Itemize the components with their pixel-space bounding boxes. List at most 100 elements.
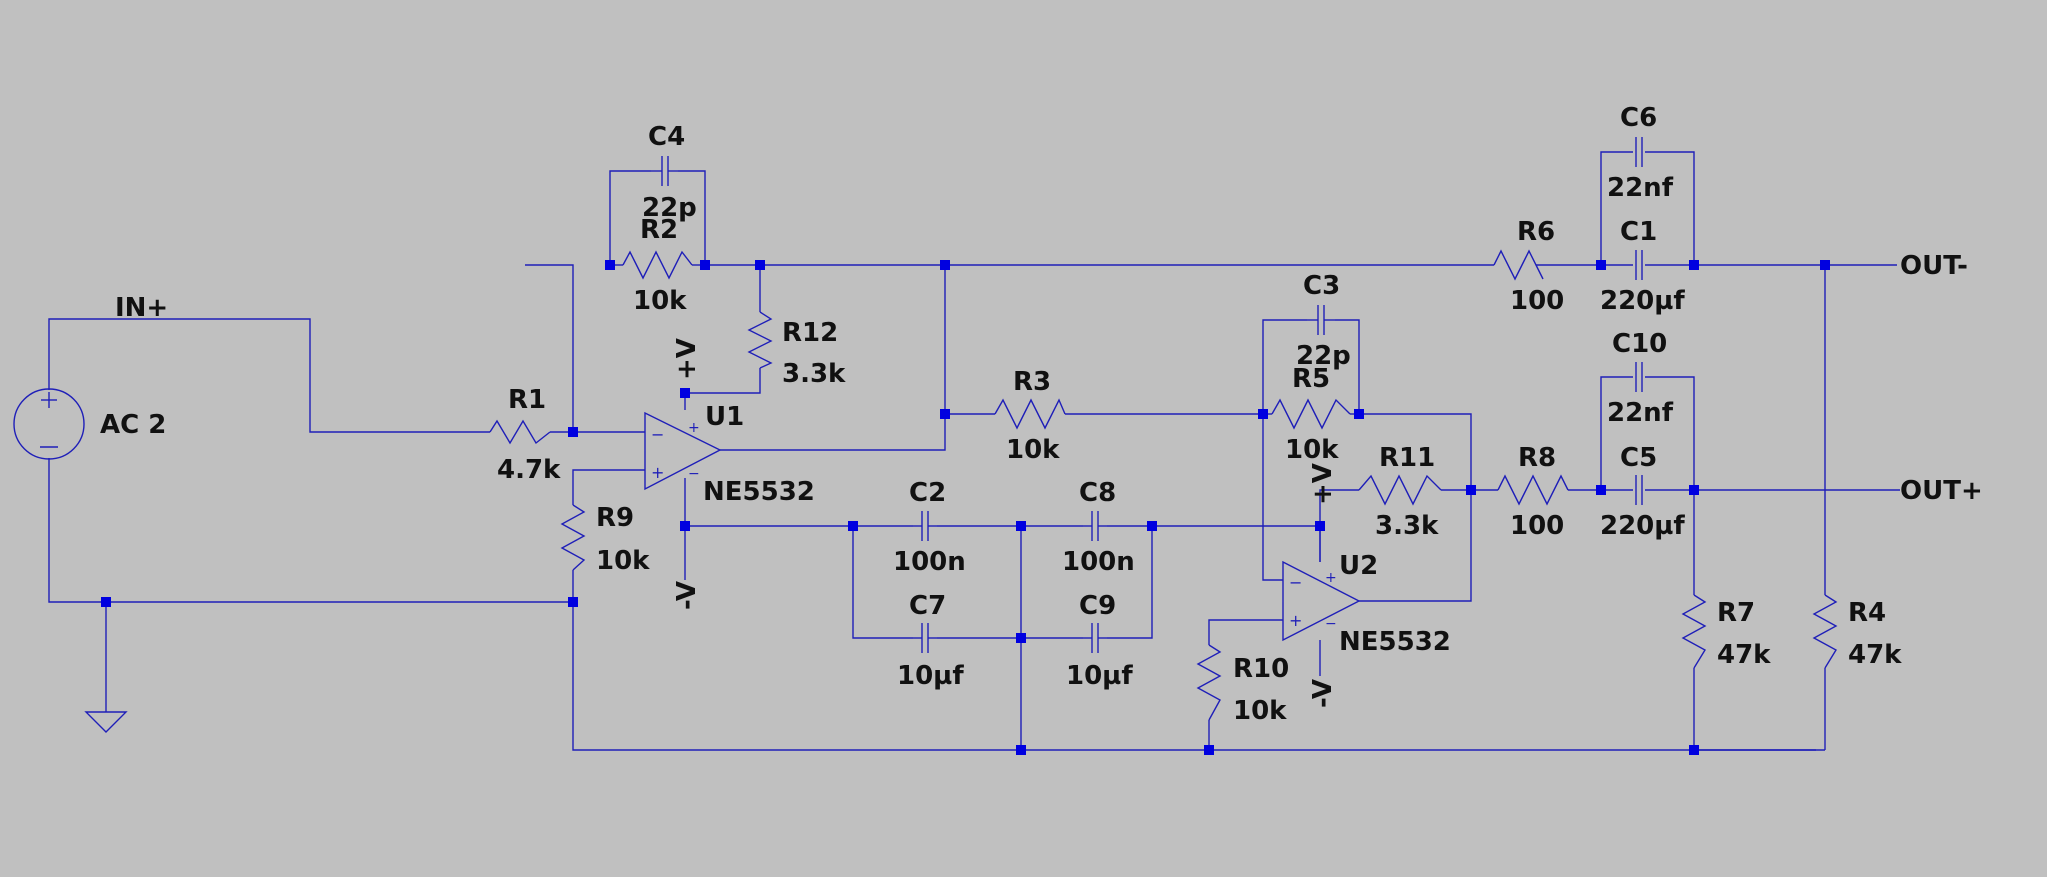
junction-dot: [1596, 260, 1606, 270]
resistor-r5[interactable]: [1271, 398, 1351, 430]
junction-dot: [940, 409, 950, 419]
u2-name: U2: [1339, 551, 1378, 581]
c1-value: 220µf: [1600, 286, 1685, 316]
resistor-r9[interactable]: [560, 504, 586, 571]
capacitor-c3[interactable]: [1307, 305, 1335, 335]
u1-vpos: +V: [672, 338, 702, 380]
junction-dot: [1354, 409, 1364, 419]
out-plus-label: OUT+: [1900, 476, 1983, 506]
r2-name: R2: [640, 215, 678, 245]
capacitor-c1[interactable]: [1635, 250, 1643, 280]
r11-name: R11: [1379, 443, 1435, 473]
capacitor-c10[interactable]: [1635, 362, 1643, 392]
u1-name: U1: [705, 402, 744, 432]
u1-vneg: -V: [672, 581, 702, 610]
capacitor-c9[interactable]: [1083, 623, 1107, 653]
capacitor-c4[interactable]: [651, 156, 678, 186]
junction-dot: [1258, 409, 1268, 419]
junction-dot: [848, 521, 858, 531]
r6-value: 100: [1510, 286, 1564, 316]
r4-value: 47k: [1848, 640, 1902, 670]
resistor-r8[interactable]: [1497, 474, 1569, 506]
capacitor-c7[interactable]: [913, 623, 937, 653]
opamp-u1[interactable]: − + + −: [644, 411, 722, 491]
resistor-r11[interactable]: [1358, 474, 1442, 506]
resistor-r7[interactable]: [1681, 594, 1707, 669]
wires: [48, 151, 1900, 751]
c3-value: 22p: [1296, 341, 1351, 371]
resistor-r3[interactable]: [994, 398, 1066, 430]
capacitor-c5[interactable]: [1635, 475, 1643, 505]
out-minus-label: OUT-: [1900, 251, 1968, 281]
junction-dot: [1204, 745, 1214, 755]
c6-name: C6: [1620, 103, 1657, 133]
c10-name: C10: [1612, 329, 1667, 359]
capacitor-c6[interactable]: [1635, 137, 1643, 167]
r7-value: 47k: [1717, 640, 1771, 670]
c5-value: 220µf: [1600, 511, 1685, 541]
r2-value: 10k: [633, 286, 687, 316]
junction-dot: [1016, 521, 1026, 531]
r9-value: 10k: [596, 546, 650, 576]
c2-name: C2: [909, 478, 946, 508]
junction-dot: [1147, 521, 1157, 531]
junction-dot: [101, 597, 111, 607]
c8-value: 100n: [1062, 547, 1135, 577]
c7-name: C7: [909, 591, 946, 621]
r1-value: 4.7k: [497, 455, 561, 485]
svg-text:+: +: [651, 463, 664, 482]
junction-dot: [755, 260, 765, 270]
u2-vneg: -V: [1308, 679, 1338, 708]
opamp-u2[interactable]: − + + −: [1282, 560, 1361, 642]
junction-dots: [101, 260, 1830, 755]
junction-dot: [1016, 745, 1026, 755]
resistor-r12[interactable]: [747, 311, 773, 369]
junction-dot: [680, 388, 690, 398]
resistor-r1[interactable]: [489, 419, 551, 445]
svg-text:−: −: [1289, 573, 1302, 592]
r3-name: R3: [1013, 367, 1051, 397]
junction-dot: [568, 597, 578, 607]
junction-dot: [940, 260, 950, 270]
junction-dot: [1596, 485, 1606, 495]
r8-value: 100: [1510, 511, 1564, 541]
r8-name: R8: [1518, 443, 1556, 473]
u2-model: NE5532: [1339, 627, 1451, 657]
resistor-r10[interactable]: [1196, 644, 1222, 721]
junction-dot: [568, 427, 578, 437]
c2-value: 100n: [893, 547, 966, 577]
r12-value: 3.3k: [782, 359, 846, 389]
resistor-r4[interactable]: [1812, 594, 1838, 669]
junction-dot: [1016, 633, 1026, 643]
junction-dot: [700, 260, 710, 270]
c9-value: 10µf: [1066, 661, 1133, 691]
svg-text:+: +: [1325, 570, 1337, 586]
junction-dot: [1820, 260, 1830, 270]
svg-text:+: +: [688, 420, 700, 436]
resistor-r6[interactable]: [1493, 249, 1544, 281]
r9-name: R9: [596, 503, 634, 533]
r5-name: R5: [1292, 364, 1330, 394]
r10-value: 10k: [1233, 696, 1287, 726]
capacitor-c8[interactable]: [1083, 511, 1107, 541]
u2-vpos: +V: [1308, 463, 1338, 505]
c6-value: 22nf: [1607, 173, 1674, 203]
junction-dot: [680, 521, 690, 531]
c5-name: C5: [1620, 443, 1657, 473]
junction-dot: [1466, 485, 1476, 495]
svg-text:−: −: [1325, 616, 1337, 632]
c9-name: C9: [1079, 591, 1116, 621]
capacitor-c2[interactable]: [913, 511, 937, 541]
ac-source[interactable]: [13, 388, 85, 460]
c4-value: 22p: [642, 193, 697, 223]
junction-dot: [605, 260, 615, 270]
c10-value: 22nf: [1607, 398, 1674, 428]
ground-symbol: [84, 711, 128, 733]
c8-name: C8: [1079, 478, 1116, 508]
r12-name: R12: [782, 318, 838, 348]
svg-text:−: −: [651, 425, 664, 444]
r5-value: 10k: [1285, 435, 1339, 465]
r1-name: R1: [508, 385, 546, 415]
resistor-r2[interactable]: [622, 250, 693, 280]
